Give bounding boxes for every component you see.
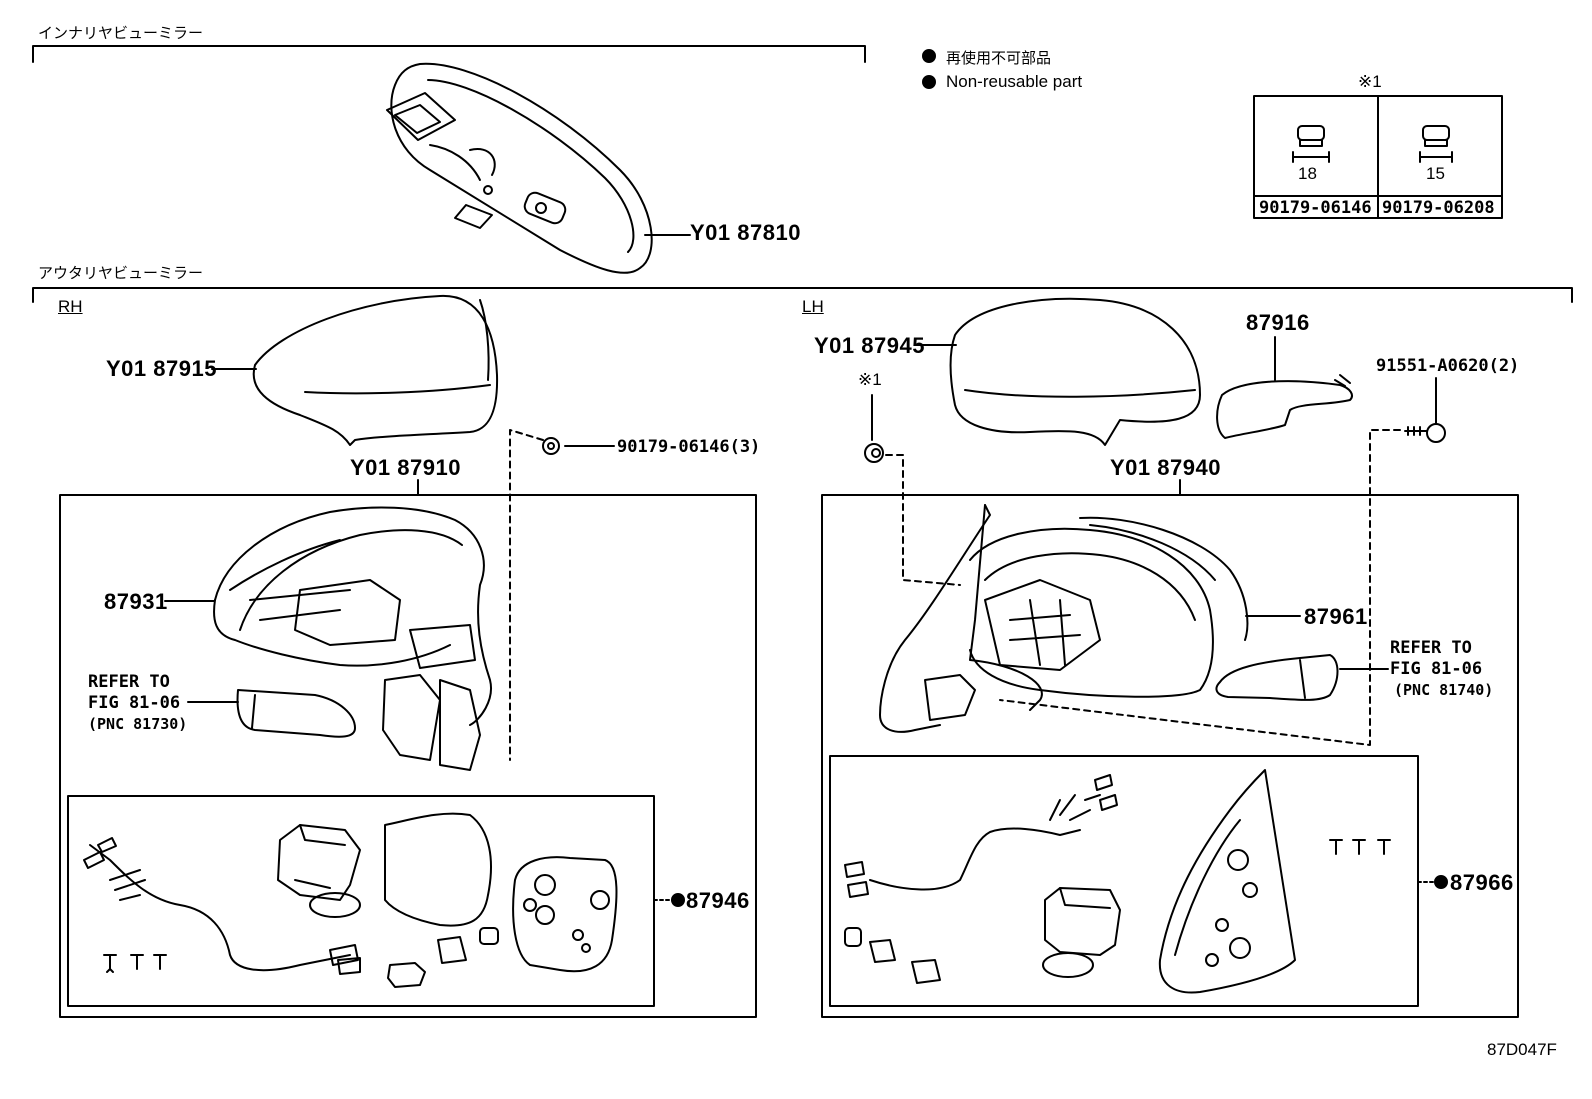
rh-refer-note: REFER TO FIG 81-06 (PNC 81730) <box>88 672 187 735</box>
legend-label-en: Non-reusable part <box>946 72 1083 91</box>
inner-section-bracket <box>32 45 866 63</box>
lh-kit-nonreusable-dot <box>1434 875 1448 889</box>
outer-mirror-section-title: アウタリヤビューミラー <box>38 265 204 282</box>
part-label-lh-housing: 87961 <box>1304 604 1368 629</box>
lh-screw-drawing <box>1404 423 1446 443</box>
lh-refer-line3: (PNC 81740) <box>1394 681 1494 699</box>
part-label-lh-cover: Y01 87945 <box>814 333 925 358</box>
clip-table-note: ※1 <box>1358 72 1382 91</box>
part-label-inner-mirror: Y01 87810 <box>690 220 801 245</box>
clip-table-frame <box>1253 95 1503 219</box>
lh-clip-note: ※1 <box>858 370 882 389</box>
rh-turn-signal-drawing <box>236 689 356 738</box>
lh-assembly-frame <box>821 494 1519 1018</box>
inner-mirror-section-title: インナリヤビューミラー <box>38 25 204 42</box>
lh-clip-drawing <box>864 443 884 463</box>
part-label-lh-kit: 87966 <box>1450 870 1514 895</box>
part-label-rh-nut: 90179-06146(3) <box>617 437 761 457</box>
part-label-rh-housing: 87931 <box>104 589 168 614</box>
legend-dot-en <box>922 75 936 89</box>
part-label-rh-cover: Y01 87915 <box>106 356 217 381</box>
rh-nut-drawing <box>542 437 560 455</box>
lh-dashed-guide-1 <box>885 454 961 586</box>
legend-dot-jp <box>922 49 936 63</box>
rh-side-label: RH <box>58 297 83 316</box>
outer-section-bracket <box>32 287 1573 303</box>
rh-assembly-frame <box>59 494 757 1018</box>
part-label-rh-kit: 87946 <box>686 888 750 913</box>
rh-refer-line2: FIG 81-06 <box>88 693 181 713</box>
rh-cover-drawing <box>252 294 499 446</box>
lh-dashed-guide-2 <box>999 429 1401 746</box>
lh-kit-frame <box>829 755 1419 1007</box>
clip-2-dimension: 15 <box>1426 164 1445 183</box>
lh-refer-line1: REFER TO <box>1390 638 1472 658</box>
rh-kit-drawings <box>83 812 618 988</box>
lh-turn-signal-drawing <box>1215 654 1339 701</box>
part-label-lh-cover-piece: 87916 <box>1246 310 1310 335</box>
legend-label-jp: 再使用不可部品 <box>946 50 1052 67</box>
part-label-lh-assembly: Y01 87940 <box>1110 455 1221 480</box>
rh-kit-frame <box>67 795 655 1007</box>
figure-code: 87D047F <box>1487 1040 1557 1059</box>
rh-dashed-guide <box>509 429 544 761</box>
lh-cover-drawing <box>949 297 1201 446</box>
clip-2-part-number: 90179-06208 <box>1382 198 1495 218</box>
lh-kit-drawings <box>844 769 1391 994</box>
lh-refer-note: REFER TO FIG 81-06 (PNC 81740) <box>1390 638 1493 701</box>
rh-kit-nonreusable-dot <box>671 893 685 907</box>
lh-housing-drawing <box>879 504 1249 733</box>
clip-1-part-number: 90179-06146 <box>1259 198 1372 218</box>
rh-housing-drawing <box>213 506 492 771</box>
lh-side-label: LH <box>802 297 824 316</box>
part-label-rh-assembly: Y01 87910 <box>350 455 461 480</box>
lh-refer-line2: FIG 81-06 <box>1390 659 1483 679</box>
clip-1-dimension: 18 <box>1298 164 1317 183</box>
part-label-lh-screw: 91551-A0620(2) <box>1376 356 1520 376</box>
lh-cover-piece-drawing <box>1216 374 1353 439</box>
rh-refer-line3: (PNC 81730) <box>88 715 188 733</box>
clip-icon-1 <box>1292 125 1330 163</box>
rh-refer-line1: REFER TO <box>88 672 170 692</box>
clip-icon-2 <box>1419 125 1453 163</box>
inner-mirror-drawing <box>386 62 653 274</box>
